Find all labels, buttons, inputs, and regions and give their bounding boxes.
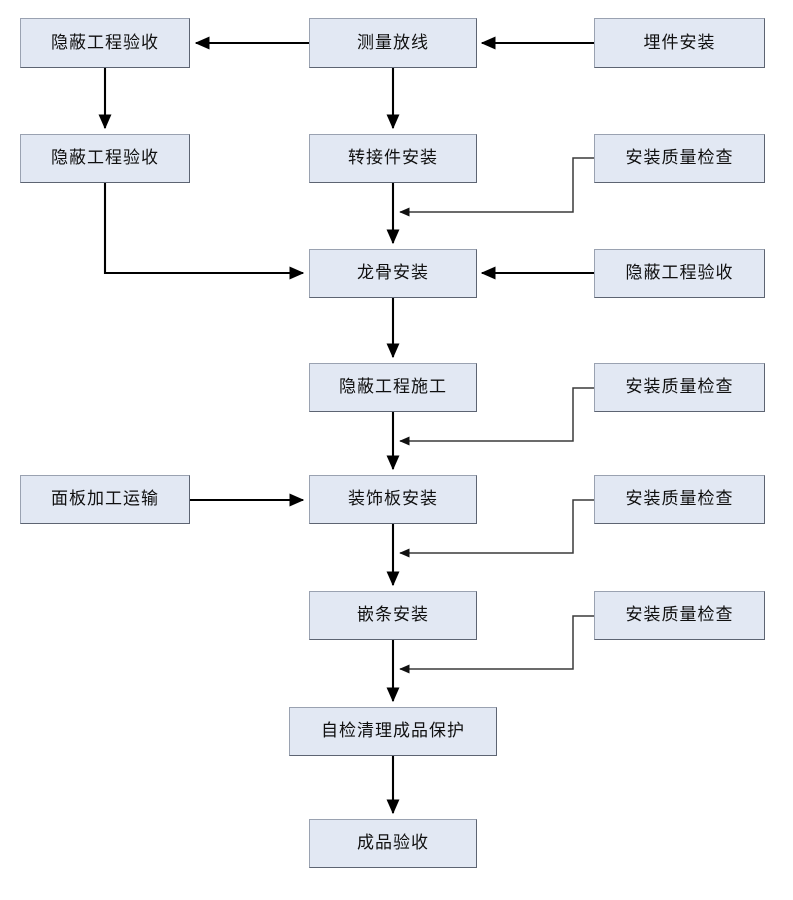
node-label: 自检清理成品保护	[321, 721, 465, 741]
node-label: 隐蔽工程验收	[625, 263, 734, 283]
node-yinbi-gongcheng-yanshou-3[interactable]: 隐蔽工程验收	[594, 249, 765, 298]
node-label: 安装质量检查	[625, 489, 734, 509]
node-label: 隐蔽工程验收	[51, 32, 159, 53]
node-label: 测量放线	[357, 32, 429, 53]
node-longgu-anzhuang[interactable]: 龙骨安装	[309, 249, 477, 298]
node-label: 面板加工运输	[51, 489, 159, 509]
edge-yinbi2-to-longgu	[103, 183, 305, 280]
node-zhuangshiban-anzhuang[interactable]: 装饰板安装	[309, 475, 477, 524]
node-label: 嵌条安装	[357, 605, 429, 625]
node-label: 隐蔽工程施工	[339, 377, 447, 397]
node-label: 龙骨安装	[357, 263, 429, 283]
node-label: 安装质量检查	[625, 148, 734, 168]
node-anzhuang-zhiliang-jiancha-1[interactable]: 安装质量检查	[594, 134, 765, 183]
node-anzhuang-zhiliang-jiancha-2[interactable]: 安装质量检查	[594, 363, 765, 412]
node-label: 埋件安装	[643, 32, 716, 53]
node-label: 安装质量检查	[625, 605, 734, 625]
node-anzhuang-zhiliang-jiancha-4[interactable]: 安装质量检查	[594, 591, 765, 640]
node-mianban-jiagong-yunshu[interactable]: 面板加工运输	[20, 475, 190, 524]
node-chengpin-yanshou[interactable]: 成品验收	[309, 819, 477, 868]
node-qiantiao-anzhuang[interactable]: 嵌条安装	[309, 591, 477, 640]
node-celiang-fangxian[interactable]: 测量放线	[309, 18, 477, 68]
node-label: 成品验收	[357, 833, 429, 853]
node-zhuanjiejian-anzhuang[interactable]: 转接件安装	[309, 134, 477, 183]
node-yinbi-gongcheng-yanshou-2[interactable]: 隐蔽工程验收	[20, 134, 190, 183]
node-label: 安装质量检查	[625, 377, 734, 397]
node-label: 隐蔽工程验收	[51, 148, 159, 168]
node-label: 装饰板安装	[348, 489, 438, 509]
node-anzhuang-zhiliang-jiancha-3[interactable]: 安装质量检查	[594, 475, 765, 524]
node-label: 转接件安装	[348, 148, 438, 168]
node-zijian-qingli-chengpin-baohu[interactable]: 自检清理成品保护	[289, 707, 497, 756]
node-maijian-anzhuang[interactable]: 埋件安装	[594, 18, 765, 68]
node-yinbi-gongcheng-yanshou-1[interactable]: 隐蔽工程验收	[20, 18, 190, 68]
node-yinbi-gongcheng-shigong[interactable]: 隐蔽工程施工	[309, 363, 477, 412]
